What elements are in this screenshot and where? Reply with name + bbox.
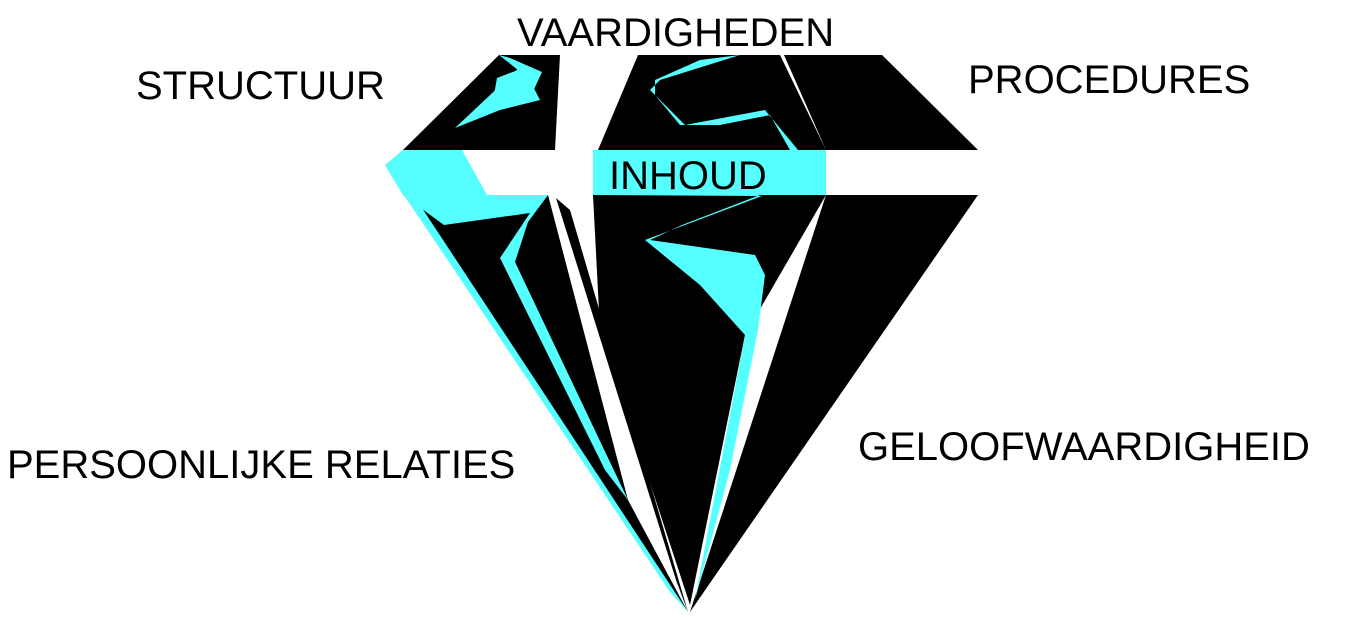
label-persoonlijke-relaties: PERSOONLIJKE RELATIES [7,445,515,485]
label-geloofwaardigheid: GELOOFWAARDIGHEID [858,427,1310,467]
label-vaardigheden: VAARDIGHEDEN [517,13,834,53]
label-procedures: PROCEDURES [968,60,1250,100]
label-inhoud: INHOUD [609,156,767,196]
facet-top-left [403,55,560,150]
label-structuur: STRUCTUUR [136,66,385,106]
